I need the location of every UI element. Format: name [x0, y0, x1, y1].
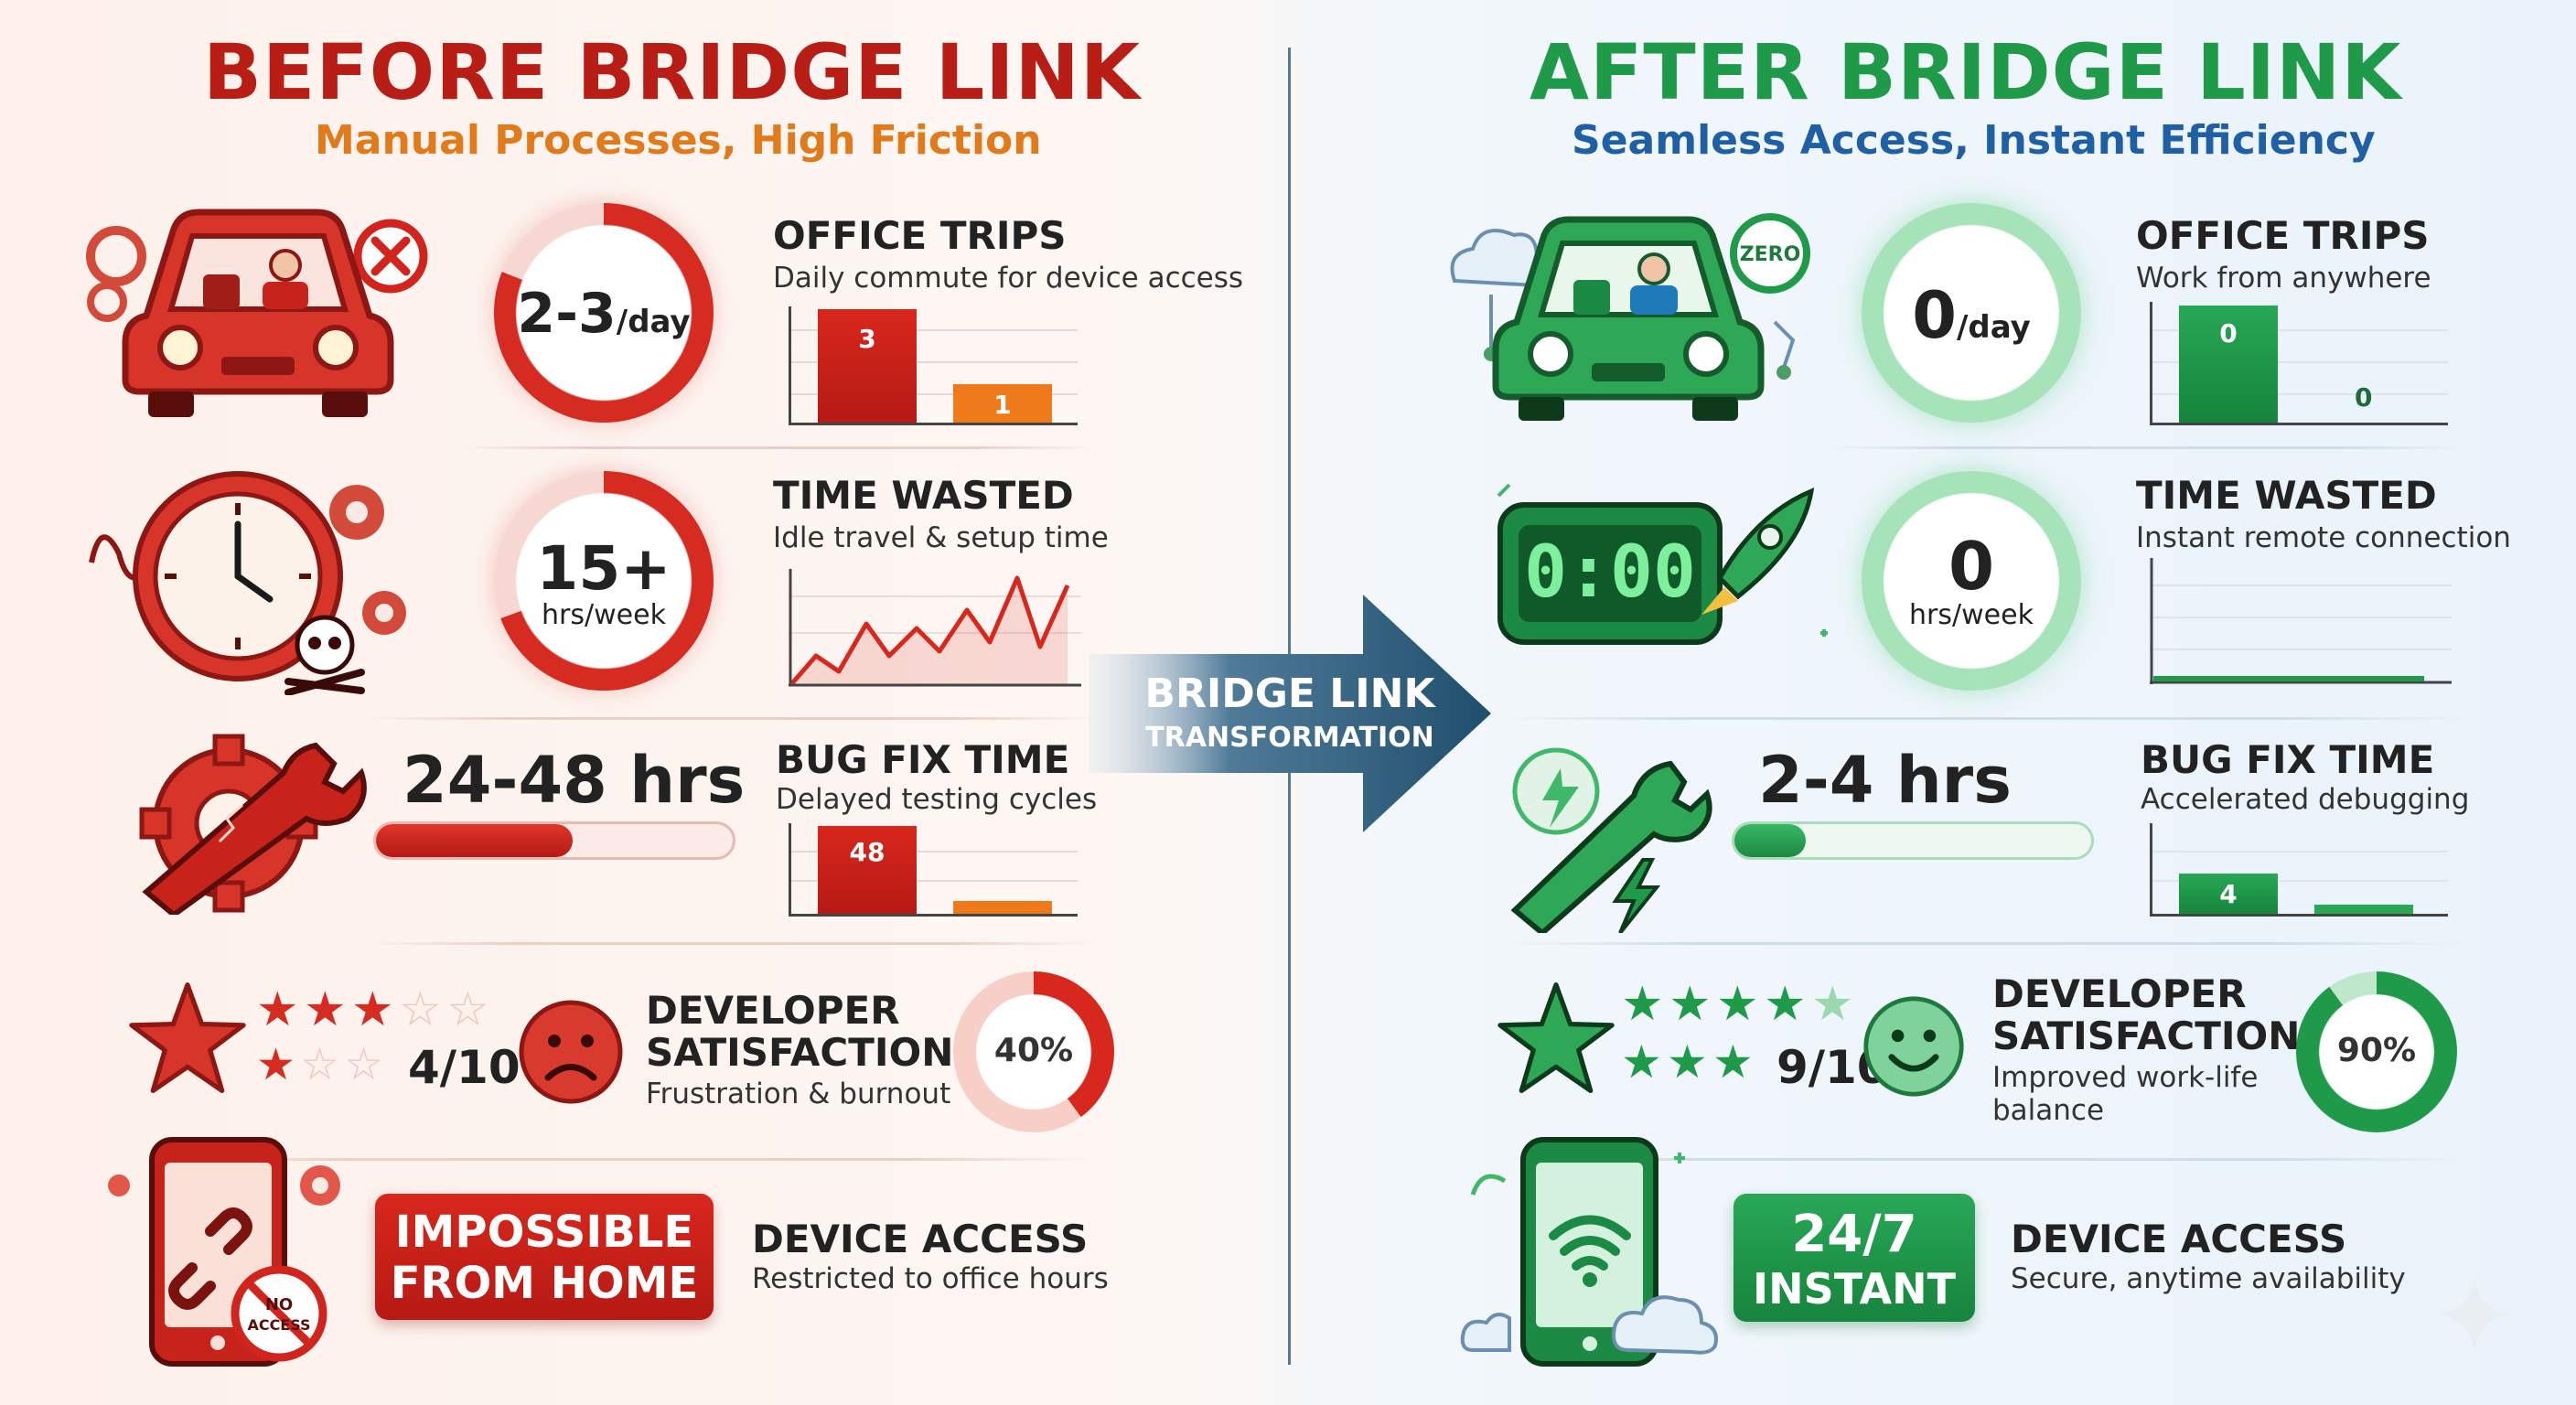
green-phone-icon [1460, 1137, 1718, 1367]
before-satisfaction-title-1: DEVELOPER [646, 988, 900, 1033]
bar-trips-before-2: 1 [953, 384, 1052, 423]
after-star-rating: ★ ★ ★ ★ ★ ★ ★ ★ [1621, 977, 1854, 1089]
after-badge-line-1: 24/7 [1791, 1205, 1917, 1264]
after-time-wasted-desc: Instant remote connection [2136, 521, 2511, 554]
after-satisfaction-title-1: DEVELOPER [1992, 971, 2247, 1016]
green-car-icon: ZERO [1450, 213, 1810, 421]
before-bug-fix-desc: Delayed testing cycles [776, 783, 1098, 816]
skull-icon [284, 615, 365, 695]
before-badge-line-2: FROM HOME [390, 1258, 699, 1309]
before-office-trips-chart: 3 1 [789, 306, 1078, 425]
before-device-badge: IMPOSSIBLE FROM HOME [375, 1194, 714, 1320]
car-icon [86, 209, 428, 417]
office-trips-ring-unit: /day [616, 304, 691, 340]
bar-bugfix-after: 4 [2179, 874, 2278, 914]
before-satisfaction-title-2: SATISFACTION [646, 1030, 954, 1075]
clock-icon [89, 471, 406, 695]
after-bug-fix-track [1732, 821, 2094, 860]
before-time-wasted-title: TIME WASTED [773, 473, 1074, 518]
after-time-wasted-ring: 0 hrs/week [1862, 471, 2081, 691]
after-time-wasted-ring-value: 0 [1948, 528, 1995, 605]
before-office-trips-title: OFFICE TRIPS [773, 213, 1067, 258]
after-satisfaction-desc-1: Improved work-life [1992, 1061, 2259, 1094]
sparkle-icon [2438, 1278, 2511, 1351]
bar-trips-after-2-label: 0 [2355, 382, 2373, 413]
transformation-arrow [1089, 595, 1491, 832]
no-access-text: NO [265, 1295, 293, 1314]
green-star-icon [1497, 982, 1615, 1093]
before-office-trips-desc: Daily commute for device access [773, 262, 1244, 295]
after-satisfaction-donut: 90% [2296, 971, 2457, 1132]
zero-badge-text: ZERO [1740, 243, 1801, 266]
before-bug-fix-title: BUG FIX TIME [776, 737, 1070, 782]
after-badge-line-2: INSTANT [1752, 1264, 1957, 1314]
phone-icon: NO ACCESS [108, 1137, 340, 1367]
after-device-desc: Secure, anytime availability [2011, 1262, 2406, 1295]
star-icon [129, 982, 246, 1093]
after-device-title: DEVICE ACCESS [2011, 1217, 2347, 1261]
before-bug-fix-track [373, 821, 735, 860]
before-percent-label: 40% [993, 1032, 1074, 1069]
smile-face-icon [1863, 996, 1964, 1097]
broken-link-icon [168, 1207, 252, 1310]
after-time-wasted-ring-unit: hrs/week [1909, 599, 2034, 631]
sad-face-icon [519, 1000, 623, 1104]
after-office-trips-chart: 0 0 [2150, 302, 2448, 425]
time-wasted-ring: 15+ hrs/week [494, 471, 714, 691]
transition-label-2: TRANSFORMATION [1145, 722, 1434, 754]
wifi-icon [1549, 1215, 1631, 1271]
after-time-wasted-chart [2150, 558, 2452, 684]
after-subtitle: Seamless Access, Instant Efficiency [1572, 117, 2376, 164]
before-score: 4/10 [408, 1041, 521, 1094]
after-device-badge: 24/7 INSTANT [1733, 1194, 1975, 1322]
after-satisfaction-desc-2: balance [1992, 1094, 2105, 1127]
bar-bugfix-after-2 [2314, 905, 2413, 914]
after-satisfaction-title-2: SATISFACTION [1992, 1014, 2301, 1058]
before-device-desc: Restricted to office hours [752, 1262, 1109, 1295]
after-bug-fix-chart: 4 [2150, 823, 2448, 917]
svg-text:ACCESS: ACCESS [247, 1316, 310, 1334]
before-bug-fix-fill [376, 824, 573, 857]
office-trips-ring-value: 2-3 [517, 282, 617, 346]
bar-trips-after: 0 [2179, 306, 2278, 423]
after-bug-fix-desc: Accelerated debugging [2141, 783, 2470, 816]
bar-bugfix-before: 48 [818, 826, 917, 914]
time-wasted-ring-value: 15+ [536, 533, 671, 604]
before-title: BEFORE BRIDGE LINK [203, 27, 1141, 117]
digital-clock-icon: 0:00 [1497, 483, 1828, 645]
after-office-trips-ring-unit: /day [1956, 309, 2031, 346]
after-office-trips-title: OFFICE TRIPS [2136, 213, 2430, 258]
before-time-wasted-desc: Idle travel & setup time [773, 521, 1109, 554]
rocket-icon [1701, 487, 1815, 615]
bar-bugfix-before-2 [953, 901, 1052, 914]
after-bug-fix-fill [1734, 824, 1806, 857]
office-trips-ring: 2-3/day [494, 203, 714, 423]
after-office-trips-ring: 0/day [1862, 203, 2081, 423]
green-wrench-icon [1510, 747, 1712, 933]
wrench-icon [139, 734, 367, 915]
bar-trips-before: 3 [818, 309, 917, 423]
clock-display-text: 0:00 [1524, 531, 1696, 614]
after-time-wasted-title: TIME WASTED [2136, 473, 2437, 518]
after-title: AFTER BRIDGE LINK [1530, 27, 2402, 117]
after-percent-label: 90% [2336, 1032, 2417, 1069]
after-office-trips-ring-value: 0 [1912, 278, 1957, 353]
transition-label-1: BRIDGE LINK [1144, 670, 1435, 717]
lightning-icon [1542, 768, 1579, 828]
before-bug-fix-chart: 48 [789, 823, 1078, 917]
before-star-rating: ★ ★ ★ ☆ ☆ ★ ☆ ☆ [256, 982, 489, 1090]
before-device-title: DEVICE ACCESS [752, 1217, 1089, 1261]
before-time-wasted-chart [789, 569, 1081, 687]
before-satisfaction-donut: 40% [953, 971, 1114, 1132]
time-wasted-ring-unit: hrs/week [542, 599, 666, 631]
after-office-trips-desc: Work from anywhere [2136, 262, 2431, 295]
before-subtitle: Manual Processes, High Friction [315, 117, 1042, 164]
before-satisfaction-desc: Frustration & burnout [646, 1078, 951, 1110]
before-badge-line-1: IMPOSSIBLE [394, 1207, 694, 1258]
after-bug-fix-value: 2-4 hrs [1758, 743, 2012, 818]
after-bug-fix-title: BUG FIX TIME [2141, 737, 2435, 782]
before-bug-fix-value: 24-48 hrs [402, 743, 746, 818]
